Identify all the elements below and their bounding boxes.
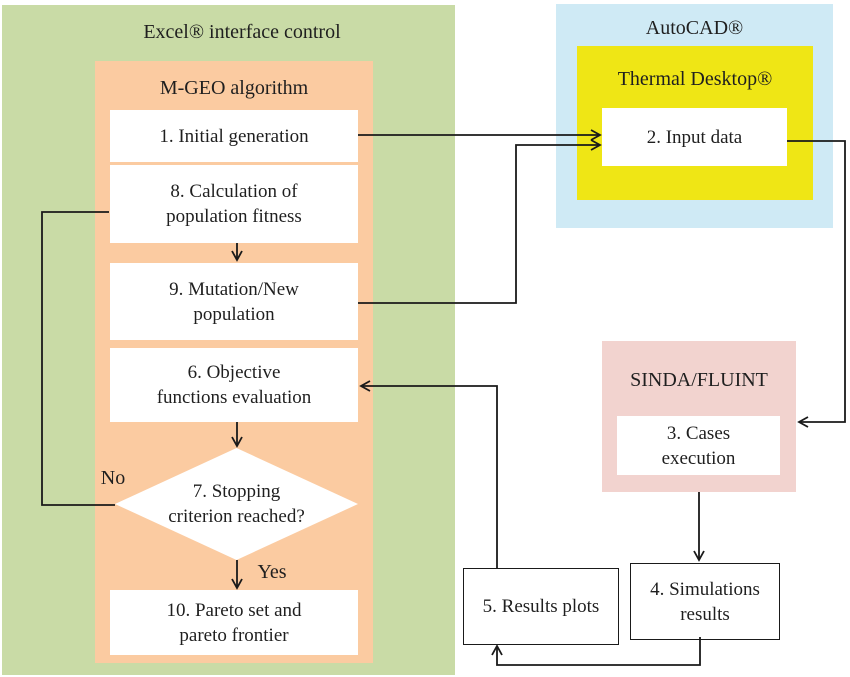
node-initial-generation: 1. Initial generation: [110, 110, 358, 162]
node-input-data: 2. Input data: [602, 108, 787, 166]
node-line: population fitness: [166, 206, 302, 227]
edge-label-yes: Yes: [257, 561, 287, 583]
node-line: population: [193, 303, 275, 325]
node-results-plots: 5. Results plots: [463, 568, 619, 645]
node-line: execution: [661, 447, 736, 469]
node-line: 10. Pareto set and: [166, 599, 302, 621]
node-line: 8. Calculation of: [170, 181, 298, 202]
edge-label-no: No: [100, 467, 126, 489]
node-line: 4. Simulations: [650, 578, 760, 600]
thermal-desktop-panel-title: Thermal Desktop®: [617, 68, 773, 90]
node-line: functions evaluation: [156, 387, 312, 408]
node-mutation-population: 9. Mutation/New population: [110, 263, 358, 340]
node-line: 3. Cases: [666, 422, 731, 444]
node-line: pareto frontier: [179, 624, 289, 646]
node-objective-functions: 6. Objective functions evaluation: [110, 348, 358, 422]
node-line: results: [680, 603, 730, 625]
mgeo-panel-title: M-GEO algorithm: [159, 77, 309, 99]
node-pareto: 10. Pareto set and pareto frontier: [110, 590, 358, 655]
node-cases-execution: 3. Cases execution: [617, 416, 780, 475]
node-line: 6. Objective: [187, 362, 281, 383]
sinda-fluint-panel-title: SINDA/FLUINT: [630, 369, 768, 391]
node-population-fitness: 8. Calculation of population fitness: [110, 165, 358, 243]
autocad-panel-title: AutoCAD®: [645, 17, 744, 39]
node-line: 9. Mutation/New: [169, 278, 299, 300]
node-line: criterion reached?: [168, 506, 305, 527]
excel-panel-title: Excel® interface control: [143, 21, 341, 43]
node-simulations-results: 4. Simulations results: [630, 563, 780, 640]
node-line: 7. Stopping: [192, 481, 281, 502]
